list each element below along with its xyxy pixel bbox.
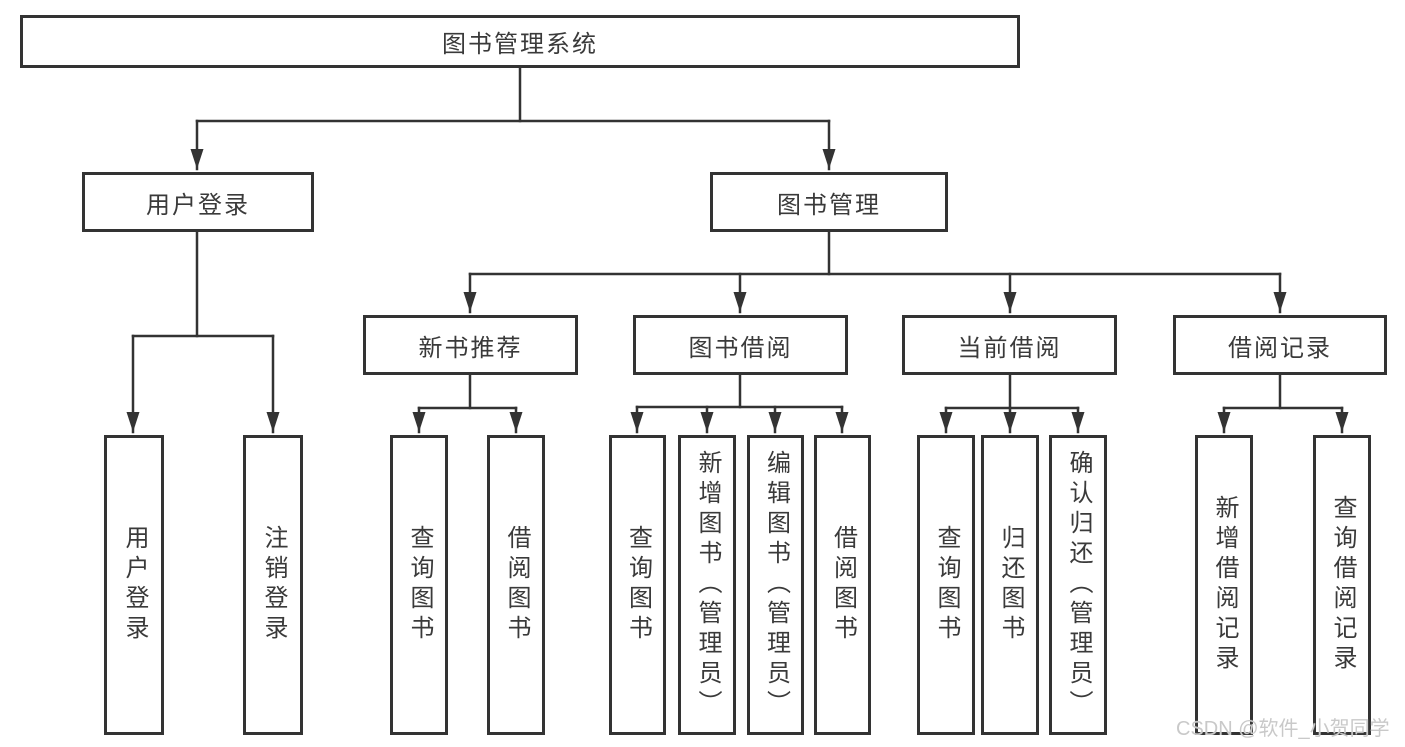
leaf-recommend-borrow-books: 借阅图书: [487, 435, 545, 735]
leaf-current-confirm-return-admin: 确认归还（管理员）: [1049, 435, 1107, 735]
leaf-borrow-add-books-admin: 新增图书（管理员）: [678, 435, 736, 735]
leaf-borrow-query-books-label: 查询图书: [624, 525, 652, 645]
leaf-records-query-record: 查询借阅记录: [1313, 435, 1371, 735]
leaf-recommend-query-books: 查询图书: [390, 435, 448, 735]
node-borrow-records: 借阅记录: [1173, 315, 1387, 375]
csdn-watermark: CSDN @软件_小贺同学: [1176, 718, 1390, 740]
leaf-user-login-label: 用户登录: [121, 525, 148, 645]
leaf-borrow-query-books: 查询图书: [609, 435, 666, 735]
leaf-current-return-books: 归还图书: [981, 435, 1039, 735]
leaf-current-return-books-label: 归还图书: [997, 525, 1024, 645]
node-user-login: 用户登录: [82, 172, 314, 232]
leaf-current-confirm-return-admin-label: 确认归还（管理员）: [1065, 450, 1092, 720]
leaf-borrow-edit-books-admin: 编辑图书（管理员）: [747, 435, 804, 735]
leaf-logout: 注销登录: [243, 435, 303, 735]
leaf-records-add-record-label: 新增借阅记录: [1211, 495, 1238, 675]
node-book-management: 图书管理: [710, 172, 948, 232]
leaf-current-query-books: 查询图书: [917, 435, 975, 735]
node-root-system: 图书管理系统: [20, 15, 1020, 68]
leaf-borrow-borrow-books: 借阅图书: [814, 435, 871, 735]
node-new-book-recommend: 新书推荐: [363, 315, 578, 375]
leaf-logout-label: 注销登录: [260, 525, 287, 645]
leaf-recommend-borrow-books-label: 借阅图书: [503, 525, 530, 645]
leaf-borrow-borrow-books-label: 借阅图书: [829, 525, 857, 645]
leaf-records-add-record: 新增借阅记录: [1195, 435, 1253, 735]
leaf-borrow-edit-books-admin-label: 编辑图书（管理员）: [762, 450, 790, 720]
leaf-borrow-add-books-admin-label: 新增图书（管理员）: [694, 450, 721, 720]
node-book-borrow: 图书借阅: [633, 315, 848, 375]
leaf-records-query-record-label: 查询借阅记录: [1329, 495, 1356, 675]
leaf-current-query-books-label: 查询图书: [933, 525, 960, 645]
leaf-recommend-query-books-label: 查询图书: [406, 525, 433, 645]
leaf-user-login: 用户登录: [104, 435, 164, 735]
node-current-borrow: 当前借阅: [902, 315, 1117, 375]
